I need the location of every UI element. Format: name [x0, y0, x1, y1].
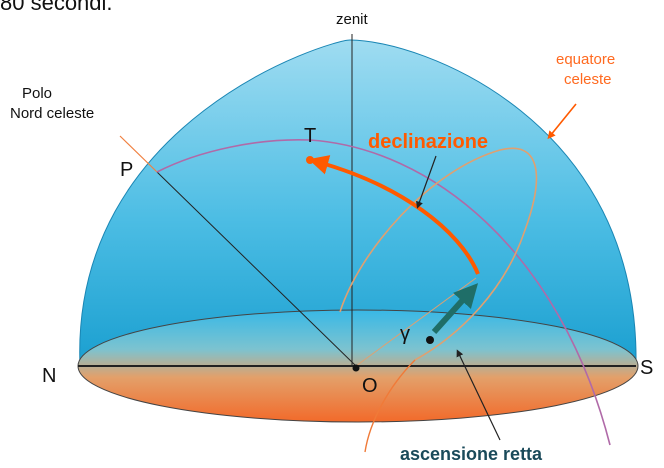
north-pole-label-line1: Polo [22, 85, 52, 102]
origin-point [352, 364, 360, 372]
declination-label: declinazione [368, 131, 488, 153]
celestial-equator-label-line2: celeste [564, 71, 612, 88]
celestial-equator-label-line1: equatore [556, 51, 615, 68]
right-ascension-label: ascensione retta [400, 444, 543, 464]
celestial-equator-back [364, 359, 416, 453]
right-ascension-pointer [456, 349, 501, 441]
gamma-label: γ [400, 323, 410, 345]
zenith-label: zenit [336, 11, 369, 28]
north-pole-label: Polo Nord celeste [10, 85, 94, 122]
target-point [306, 156, 314, 164]
celestial-equator [339, 147, 538, 361]
south-label: S [640, 357, 653, 379]
declination-pointer [416, 155, 437, 209]
gamma-point [426, 336, 434, 344]
pole-point-label: P [120, 159, 133, 181]
right-ascension-arrow [431, 283, 479, 335]
origin-label: O [362, 375, 378, 397]
meridian-arc [156, 138, 611, 446]
equator-pointer [547, 103, 577, 140]
north-pole-label-line2: Nord celeste [10, 105, 94, 122]
celestial-equator-label: equatore celeste [556, 51, 619, 88]
target-point-label: T [304, 125, 316, 147]
top-fragment-text: 80 secondi. [0, 0, 113, 15]
polar-axis [156, 171, 357, 367]
declination-arrow [308, 155, 480, 275]
polar-axis-extension [119, 135, 158, 173]
north-label: N [42, 365, 56, 387]
